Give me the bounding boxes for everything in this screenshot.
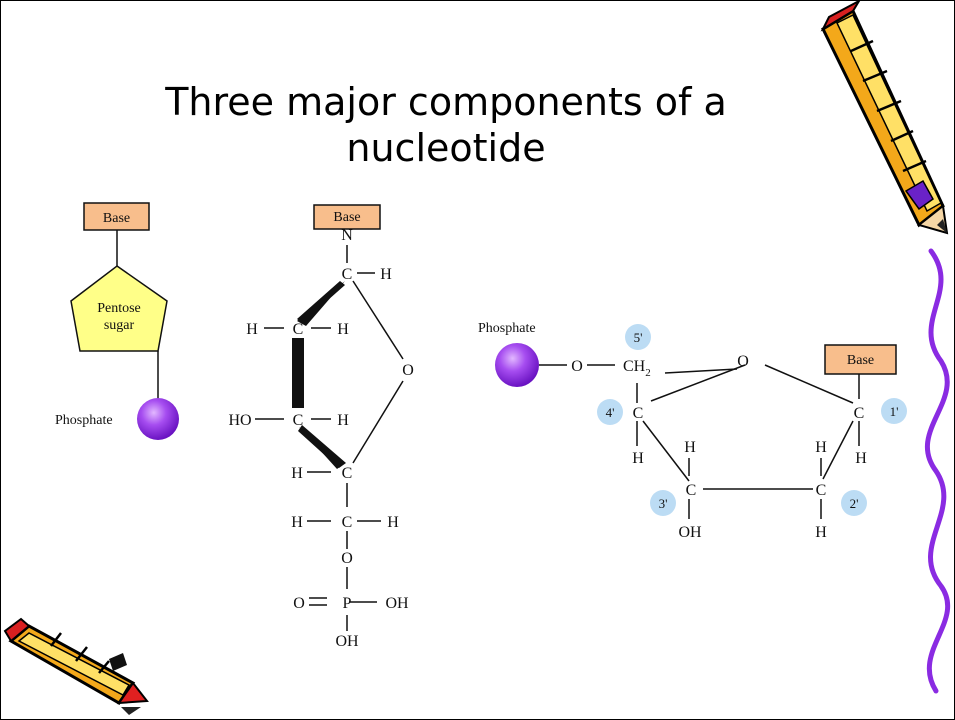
title-line-2: nucleotide <box>346 126 546 170</box>
phosphate-circle <box>137 398 179 440</box>
atom-h5-left: H <box>291 514 303 531</box>
base-box <box>83 202 150 231</box>
atom-h2-top: H <box>815 439 827 456</box>
atom-h4-left: H <box>291 465 303 482</box>
atom-c4: C <box>633 405 644 422</box>
atom-o5: O <box>341 550 353 567</box>
atom-ch2: CH2 <box>623 358 651 379</box>
atom-n: N <box>341 227 353 244</box>
atom-h2-right: H <box>337 321 349 338</box>
atom-o-ring: O <box>737 353 749 370</box>
svg-text:4': 4' <box>606 405 615 420</box>
atom-oh3: OH <box>678 524 702 541</box>
sugar-label-line-1: Pentose <box>97 301 141 316</box>
atom-c2: C <box>293 321 304 338</box>
pencil-icon-top <box>820 1 949 235</box>
title-line-1: Three major components of a <box>165 80 727 124</box>
slide-title: Three major components of a nucleotide <box>61 79 831 171</box>
atom-h2-left: H <box>246 321 258 338</box>
position-3-bubble: 3' <box>650 490 676 516</box>
svg-text:3': 3' <box>659 496 668 511</box>
position-1-bubble: 1' <box>881 398 907 424</box>
atom-c3: C <box>293 412 304 429</box>
atom-oh-right: OH <box>385 595 409 612</box>
atom-h3-top: H <box>684 439 696 456</box>
position-2-bubble: 2' <box>841 490 867 516</box>
atom-c4: C <box>342 465 353 482</box>
phosphate-circle <box>495 343 539 387</box>
atom-o-link: O <box>571 358 583 375</box>
atom-h3-right: H <box>337 412 349 429</box>
atom-oh-bottom: OH <box>335 633 359 650</box>
simple-nucleotide-diagram: Base Pentose sugar Phosphate <box>55 202 179 440</box>
deoxyribose-ring-diagram: Phosphate Base <box>478 321 907 541</box>
atom-c5: C <box>342 514 353 531</box>
atom-p: P <box>343 595 352 612</box>
position-5-bubble: 5' <box>625 324 651 350</box>
base-box <box>824 344 897 375</box>
atom-ho3: HO <box>228 412 251 429</box>
pentose-sugar-shape <box>70 265 168 352</box>
base-label: Base <box>333 210 360 225</box>
pencil-icon-bottom <box>3 617 149 715</box>
atom-c3: C <box>686 482 697 499</box>
base-label: Base <box>103 211 130 226</box>
sugar-label-line-2: sugar <box>104 318 135 333</box>
atom-c2: C <box>816 482 827 499</box>
phosphate-label: Phosphate <box>55 413 113 428</box>
phosphate-label: Phosphate <box>478 321 536 336</box>
atom-h1: H <box>380 266 392 283</box>
wavy-border-decoration <box>924 248 950 694</box>
atom-c1: C <box>854 405 865 422</box>
atom-h4: H <box>632 450 644 467</box>
atom-h5-right: H <box>387 514 399 531</box>
base-label: Base <box>847 353 874 368</box>
open-chain-sugar-diagram: Base N <box>228 204 414 650</box>
atom-h1: H <box>855 450 867 467</box>
base-box <box>313 204 381 230</box>
atom-c1: C <box>342 266 353 283</box>
atom-o-ring: O <box>402 362 414 379</box>
svg-text:2': 2' <box>850 496 859 511</box>
svg-text:5': 5' <box>634 330 643 345</box>
position-4-bubble: 4' <box>597 399 623 425</box>
atom-o-double: O <box>293 595 305 612</box>
atom-h2-bottom: H <box>815 524 827 541</box>
svg-text:1': 1' <box>890 404 899 419</box>
